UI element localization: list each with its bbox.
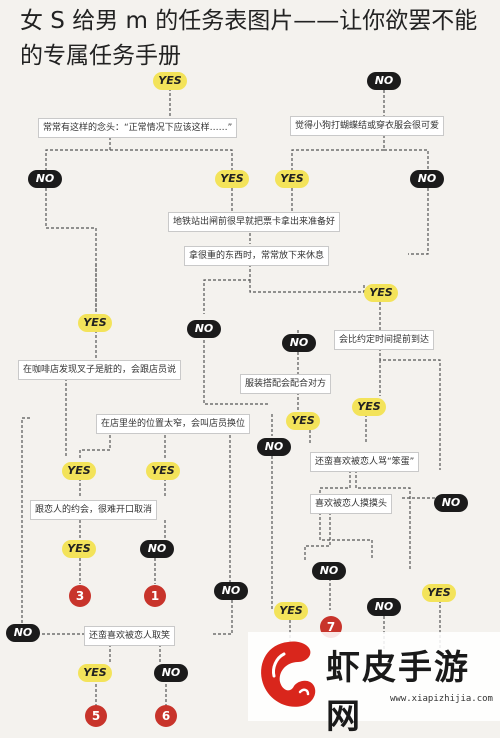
no-answer: NO [434,494,468,512]
no-answer: NO [214,582,248,600]
yes-answer: YES [62,540,96,558]
flowchart-connectors [21,88,441,706]
question-box: 喜欢被恋人摸摸头 [310,494,393,514]
yes-answer: YES [275,170,309,188]
yes-answer: YES [286,412,320,430]
question-box: 在咖啡店发现叉子是脏的，会跟店员说 [18,360,182,380]
question-box: 常常有这样的念头：“正常情况下应该这样……” [38,118,238,138]
no-answer: NO [140,540,174,558]
yes-answer: YES [62,462,96,480]
no-answer: NO [410,170,444,188]
question-box: 在店里坐的位置太窄，会叫店员换位 [96,414,251,434]
no-answer: NO [6,624,40,642]
yes-answer: YES [422,584,456,602]
yes-answer: YES [153,72,187,90]
yes-answer: YES [274,602,308,620]
outcome-3: 3 [69,585,91,607]
page-title: 女 S 给男 m 的任务表图片——让你欲罢不能的专属任务手册 [20,8,478,69]
yes-answer: YES [352,398,386,416]
no-answer: NO [367,598,401,616]
question-box: 还蛮喜欢被恋人取笑 [84,626,176,646]
no-answer: NO [154,664,188,682]
no-answer: NO [282,334,316,352]
no-answer: NO [257,438,291,456]
no-answer: NO [312,562,346,580]
yes-answer: YES [215,170,249,188]
yes-answer: YES [78,314,112,332]
yes-answer: YES [146,462,180,480]
question-box: 觉得小狗打蝴蝶结或穿衣服会很可爱 [290,116,445,136]
question-box: 地铁站出闸前很早就把票卡拿出来准备好 [168,212,341,232]
no-answer: NO [187,320,221,338]
question-box: 服装搭配会配合对方 [240,374,332,394]
question-box: 拿很重的东西时，常常放下来休息 [184,246,330,266]
yes-answer: YES [78,664,112,682]
watermark-url: www.xiapizhijia.com [390,694,493,704]
yes-answer: YES [364,284,398,302]
no-answer: NO [367,72,401,90]
watermark: 虾皮手游网 www.xiapizhijia.com [248,632,500,737]
no-answer: NO [28,170,62,188]
question-box: 会比约定时间提前到达 [334,330,435,350]
outcome-5: 5 [85,705,107,727]
watermark-site-name: 虾皮手游网 [326,648,470,737]
outcome-6: 6 [155,705,177,727]
question-box: 还蛮喜欢被恋人骂“笨蛋” [310,452,420,472]
question-box: 跟恋人的约会，很难开口取消 [30,500,158,520]
shrimp-logo-icon [261,641,316,707]
outcome-1: 1 [144,585,166,607]
